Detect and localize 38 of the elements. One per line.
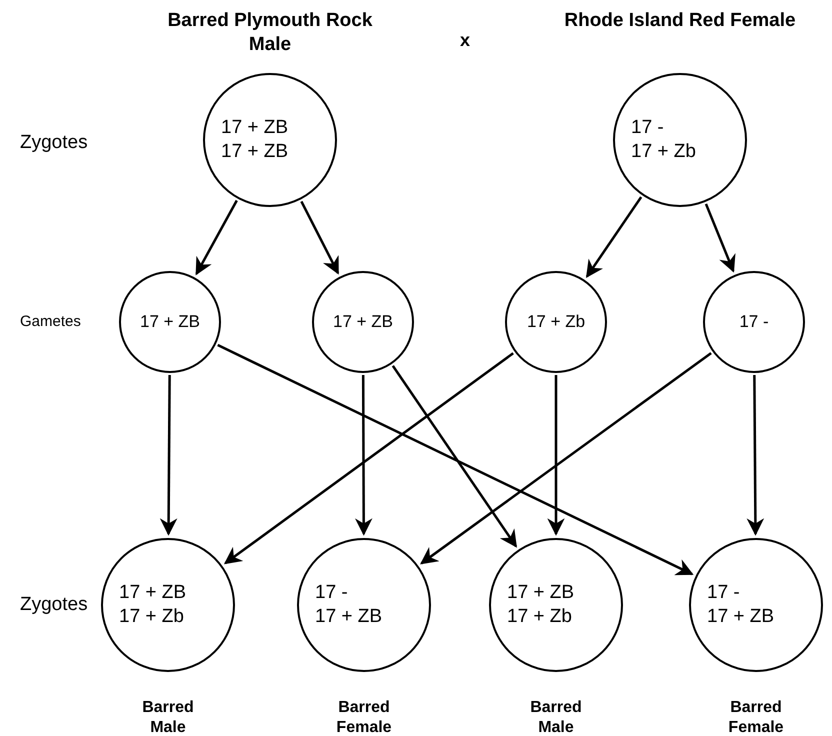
arrow bbox=[547, 375, 565, 536]
genotype-text: 17 + ZB bbox=[332, 311, 394, 333]
arrow bbox=[195, 200, 238, 276]
genotype-text: 17 + ZB bbox=[118, 581, 188, 605]
phenotype-label: Barred Female bbox=[335, 698, 393, 736]
genotype-text: 17 + ZB bbox=[138, 311, 201, 333]
genotype-text: 17 + Zb bbox=[630, 140, 697, 164]
genotype-text: 17 + Zb bbox=[118, 605, 185, 629]
phenotype-label: Barred Female bbox=[727, 698, 785, 736]
row-label: Zygotes bbox=[20, 592, 88, 617]
cross-symbol: x bbox=[460, 29, 470, 52]
genotype-text: 17 + ZB bbox=[706, 605, 776, 629]
arrow bbox=[217, 344, 694, 576]
genotype-text: 17 + Zb bbox=[506, 605, 573, 629]
genotype-text: 17 + ZB bbox=[220, 140, 290, 164]
genotype-text: 17 + ZB bbox=[220, 116, 290, 140]
arrow bbox=[300, 200, 340, 275]
arrow bbox=[160, 375, 178, 536]
parent-heading: Rhode Island Red Female bbox=[563, 9, 797, 33]
row-label: Gametes bbox=[20, 312, 81, 332]
phenotype-label: Barred Male bbox=[141, 698, 195, 736]
arrow bbox=[704, 203, 736, 273]
arrow bbox=[224, 352, 514, 564]
genotype-text: 17 - bbox=[706, 581, 741, 605]
row-label: Zygotes bbox=[20, 130, 88, 155]
arrow bbox=[354, 375, 372, 536]
arrow bbox=[392, 365, 518, 548]
genotype-text: 17 - bbox=[738, 311, 770, 333]
genotype-text: 17 + Zb bbox=[526, 311, 586, 333]
genotype-text: 17 + ZB bbox=[506, 581, 576, 605]
arrow bbox=[586, 196, 642, 278]
arrow bbox=[420, 352, 712, 564]
genotype-text: 17 - bbox=[314, 581, 349, 605]
genotype-text: 17 - bbox=[630, 116, 665, 140]
phenotype-label: Barred Male bbox=[529, 698, 583, 736]
arrow bbox=[746, 375, 764, 536]
genotype-text: 17 + ZB bbox=[314, 605, 384, 629]
parent-heading: Barred Plymouth Rock Male bbox=[166, 9, 374, 57]
